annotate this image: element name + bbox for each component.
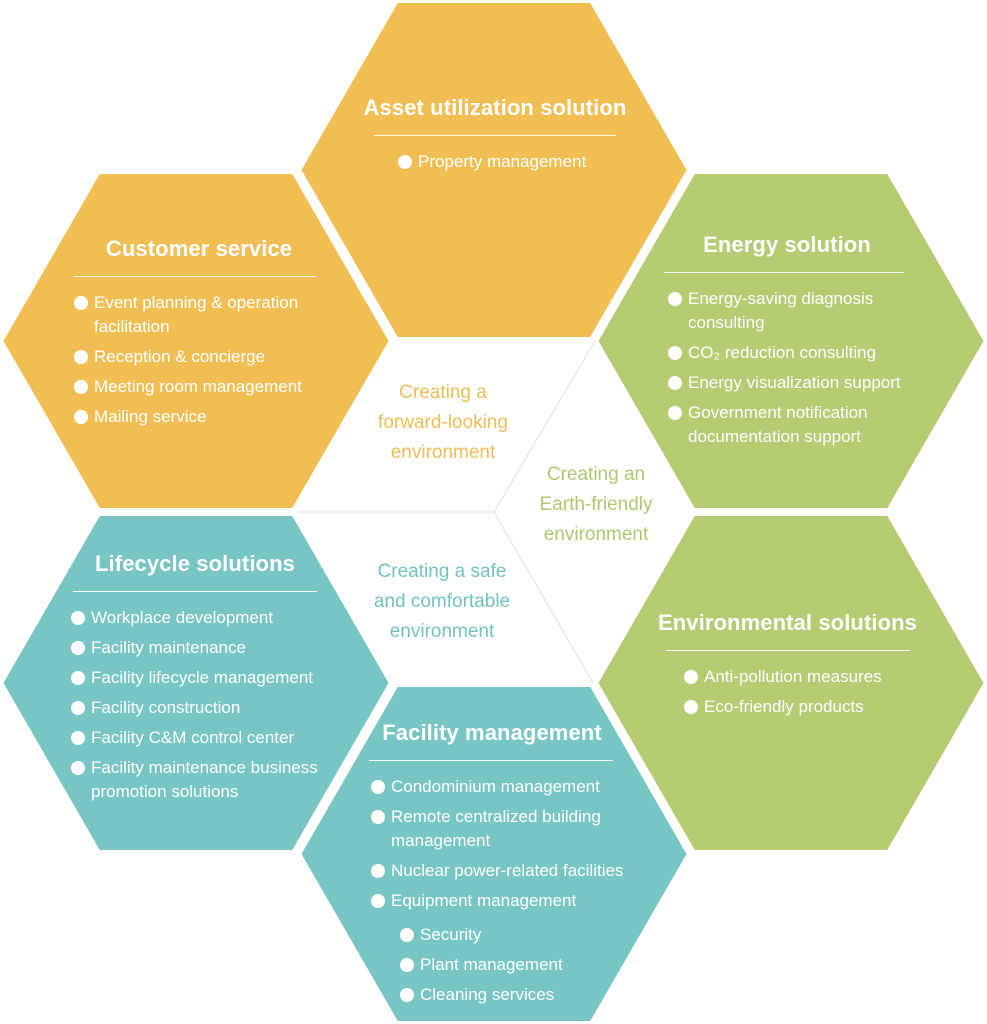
- hex-asset-shape: [294, 0, 694, 343]
- center-label-line: Creating a: [399, 382, 487, 403]
- list-item: Facility lifecycle management: [71, 666, 331, 690]
- list-item: Facility construction: [71, 696, 331, 720]
- center-label-line: Creating an: [546, 464, 646, 485]
- list-item: CO₂ reduction consulting: [668, 341, 918, 365]
- center-label-line: Creating a safe: [377, 561, 507, 582]
- hex-environmental-shape: [591, 510, 987, 856]
- hex-asset: Asset utilization solution Property mana…: [350, 95, 640, 180]
- hex-lifecycle-list: Workplace development Facility maintenan…: [71, 606, 331, 804]
- hex-energy-title: Energy solution: [703, 232, 871, 257]
- hex-energy-list: Energy-saving diagnosis consulting CO₂ r…: [668, 287, 918, 449]
- list-item: Reception & concierge: [74, 345, 324, 369]
- hex-asset-divider: [374, 135, 616, 136]
- hex-environmental-title: Environmental solutions: [658, 610, 917, 635]
- center-label-forward: Creating a forward-looking environment: [343, 378, 543, 468]
- hex-customer-divider: [74, 276, 316, 277]
- list-item: Eco-friendly products: [684, 695, 930, 719]
- center-label-line: environment: [543, 524, 649, 545]
- list-item: Government notification documentation su…: [668, 401, 918, 449]
- hex-facility-divider: [369, 760, 613, 761]
- hex-lifecycle-divider: [73, 591, 317, 592]
- list-item: Remote centralized building management: [371, 805, 641, 853]
- center-label-safe: Creating a safe and comfortable environm…: [342, 557, 542, 647]
- hex-lifecycle-title: Lifecycle solutions: [95, 551, 295, 576]
- hex-facility-title: Facility management: [382, 720, 602, 745]
- center-label-line: environment: [390, 442, 496, 463]
- hex-facility-list: Condominium management Remote centralize…: [371, 775, 641, 1007]
- hex-asset-title: Asset utilization solution: [363, 95, 627, 120]
- hex-energy-divider: [664, 272, 904, 273]
- sub-list-item: Security: [400, 923, 641, 947]
- center-label-earth: Creating an Earth-friendly environment: [496, 460, 696, 550]
- hex-environmental-divider: [665, 650, 910, 651]
- list-item: Anti-pollution measures: [684, 665, 930, 689]
- center-label-line: and comfortable: [373, 591, 511, 612]
- list-item: Energy-saving diagnosis consulting: [668, 287, 918, 335]
- hex-customer-title: Customer service: [105, 236, 293, 261]
- list-item: Property management: [398, 150, 640, 174]
- list-item: Facility maintenance business promotion …: [71, 756, 331, 804]
- list-item: Facility C&M control center: [71, 726, 331, 750]
- hex-asset-list: Property management: [350, 150, 640, 174]
- center-divider-bottom: [493, 511, 594, 684]
- hex-environmental: Environmental solutions Anti-pollution m…: [645, 610, 930, 725]
- sub-list-item: Plant management: [400, 953, 641, 977]
- list-item: Facility maintenance: [71, 636, 331, 660]
- list-item: Equipment management: [371, 889, 641, 913]
- hex-energy: Energy solution Energy-saving diagnosis …: [664, 232, 918, 455]
- center-label-line: Earth-friendly: [539, 494, 653, 515]
- list-item: Meeting room management: [74, 375, 324, 399]
- hex-lifecycle: Lifecycle solutions Workplace developmen…: [71, 551, 331, 810]
- sub-list-item: Cleaning services: [400, 983, 641, 1007]
- center-divider-top: [493, 340, 596, 513]
- center-label-line: forward-looking: [378, 412, 508, 433]
- list-item: Condominium management: [371, 775, 641, 799]
- list-item: Nuclear power-related facilities: [371, 859, 641, 883]
- hex-facility: Facility management Condominium manageme…: [369, 720, 641, 1013]
- center-label-line: environment: [389, 621, 495, 642]
- hex-facility-shape: [294, 681, 694, 1024]
- list-item: Mailing service: [74, 405, 324, 429]
- hex-customer: Customer service Event planning & operat…: [74, 236, 324, 435]
- list-item: Energy visualization support: [668, 371, 918, 395]
- list-item: Workplace development: [71, 606, 331, 630]
- hex-lifecycle-shape: [0, 510, 396, 856]
- hex-customer-list: Event planning & operation facilitation …: [74, 291, 324, 429]
- list-item: Event planning & operation facilitation: [74, 291, 324, 339]
- hex-environmental-list: Anti-pollution measures Eco-friendly pro…: [645, 665, 930, 719]
